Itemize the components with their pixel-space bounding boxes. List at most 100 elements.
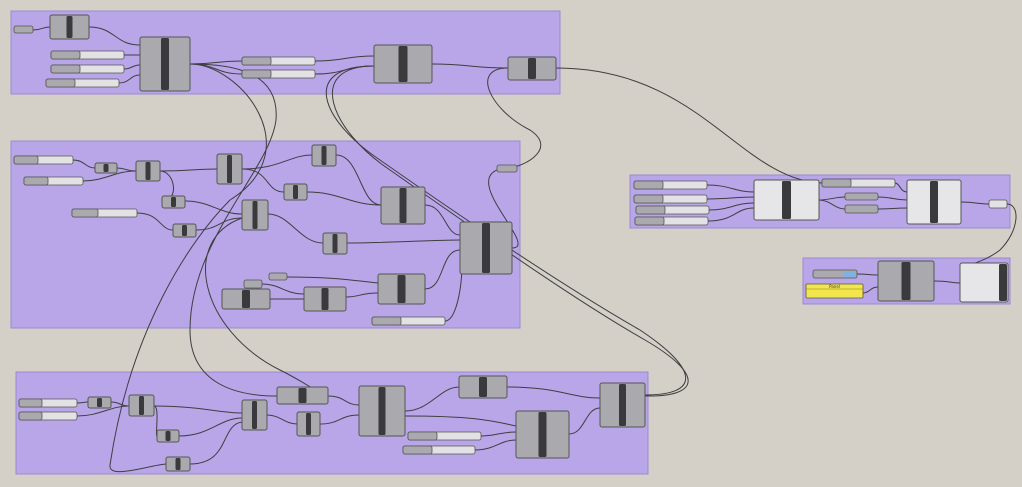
number-slider[interactable]	[241, 56, 316, 66]
number-slider[interactable]	[18, 398, 78, 408]
component-node[interactable]	[94, 162, 118, 174]
wire	[404, 415, 517, 427]
node-body	[397, 275, 406, 303]
component-node[interactable]	[156, 429, 180, 443]
panel-label: Panel	[829, 284, 840, 289]
number-slider[interactable]	[407, 431, 482, 441]
component-node[interactable]	[515, 410, 570, 459]
wire	[568, 407, 601, 435]
slider-label-zone	[71, 208, 99, 218]
node-body	[321, 146, 327, 165]
component-node[interactable]	[311, 144, 337, 167]
wire	[708, 202, 755, 211]
number-slider[interactable]	[635, 205, 710, 215]
component-node[interactable]	[373, 44, 433, 84]
component-node[interactable]	[296, 411, 321, 437]
slider-label-zone	[633, 180, 664, 190]
panel-component[interactable]: Panel	[805, 283, 864, 299]
component-node[interactable]	[241, 399, 268, 431]
component-node[interactable]	[165, 456, 191, 472]
wire	[159, 168, 218, 172]
node-body	[482, 223, 490, 273]
colour-swatch[interactable]	[812, 269, 858, 279]
component-node[interactable]	[507, 56, 557, 81]
wire	[706, 196, 755, 200]
component-node[interactable]	[139, 36, 191, 92]
slider-label-zone	[18, 411, 43, 421]
wire	[123, 64, 141, 70]
component-node[interactable]	[753, 179, 820, 221]
component-node[interactable]	[380, 186, 426, 225]
component-node[interactable]	[377, 273, 426, 305]
slider-label-zone	[23, 176, 49, 186]
slider-label-zone	[241, 69, 272, 79]
wire	[707, 207, 755, 222]
wire	[506, 386, 601, 399]
component-node[interactable]	[216, 153, 243, 185]
node-body	[378, 387, 386, 435]
param-component[interactable]	[243, 279, 263, 289]
param-component[interactable]	[496, 164, 518, 173]
param-component[interactable]	[268, 272, 288, 281]
wire	[189, 421, 243, 465]
component-node[interactable]	[241, 199, 269, 231]
component-node[interactable]	[458, 375, 508, 399]
wire	[404, 386, 460, 412]
component-node[interactable]	[599, 382, 646, 428]
number-slider[interactable]	[821, 178, 896, 188]
wire	[487, 67, 542, 170]
node-body	[66, 16, 73, 38]
node-body	[161, 38, 169, 90]
number-slider[interactable]	[50, 50, 125, 60]
node-body	[175, 458, 181, 470]
number-slider[interactable]	[633, 180, 708, 190]
node-body	[398, 46, 408, 82]
component-node[interactable]	[906, 179, 962, 225]
number-slider[interactable]	[45, 78, 120, 88]
component-node[interactable]	[87, 396, 112, 409]
number-slider[interactable]	[633, 194, 708, 204]
wire	[488, 168, 519, 249]
component-node[interactable]	[459, 221, 513, 275]
number-slider[interactable]	[241, 69, 316, 79]
node-body	[227, 155, 232, 183]
wire	[184, 200, 243, 215]
param-component[interactable]	[844, 204, 879, 214]
component-node[interactable]	[221, 288, 271, 310]
node-body	[242, 290, 250, 308]
param-component[interactable]	[844, 192, 879, 201]
component-node[interactable]	[358, 385, 406, 437]
number-slider[interactable]	[402, 445, 476, 455]
number-slider[interactable]	[50, 64, 125, 74]
component-node[interactable]	[959, 262, 1009, 303]
wire	[32, 26, 51, 31]
component-node[interactable]	[135, 160, 161, 182]
number-slider[interactable]	[634, 216, 709, 226]
number-slider[interactable]	[371, 316, 446, 326]
param-component[interactable]	[13, 25, 34, 34]
component-node[interactable]	[128, 394, 155, 417]
component-node[interactable]	[172, 223, 197, 238]
component-node[interactable]	[161, 195, 186, 209]
component-node[interactable]	[49, 14, 90, 40]
component-node[interactable]	[303, 286, 347, 312]
wire	[76, 405, 130, 417]
number-slider[interactable]	[71, 208, 138, 218]
wire	[116, 167, 137, 172]
number-slider[interactable]	[13, 155, 74, 165]
component-node[interactable]	[322, 232, 348, 255]
component-node[interactable]	[877, 260, 935, 302]
node-body	[321, 288, 329, 310]
node-body	[930, 181, 938, 223]
component-node[interactable]	[276, 386, 329, 405]
component-node[interactable]	[283, 183, 308, 201]
wire	[72, 159, 96, 169]
slider-label-zone	[634, 216, 665, 226]
number-slider[interactable]	[23, 176, 84, 186]
wire	[319, 414, 360, 425]
param-component[interactable]	[988, 199, 1008, 209]
number-slider[interactable]	[18, 411, 78, 421]
slider-label-zone	[45, 78, 76, 88]
